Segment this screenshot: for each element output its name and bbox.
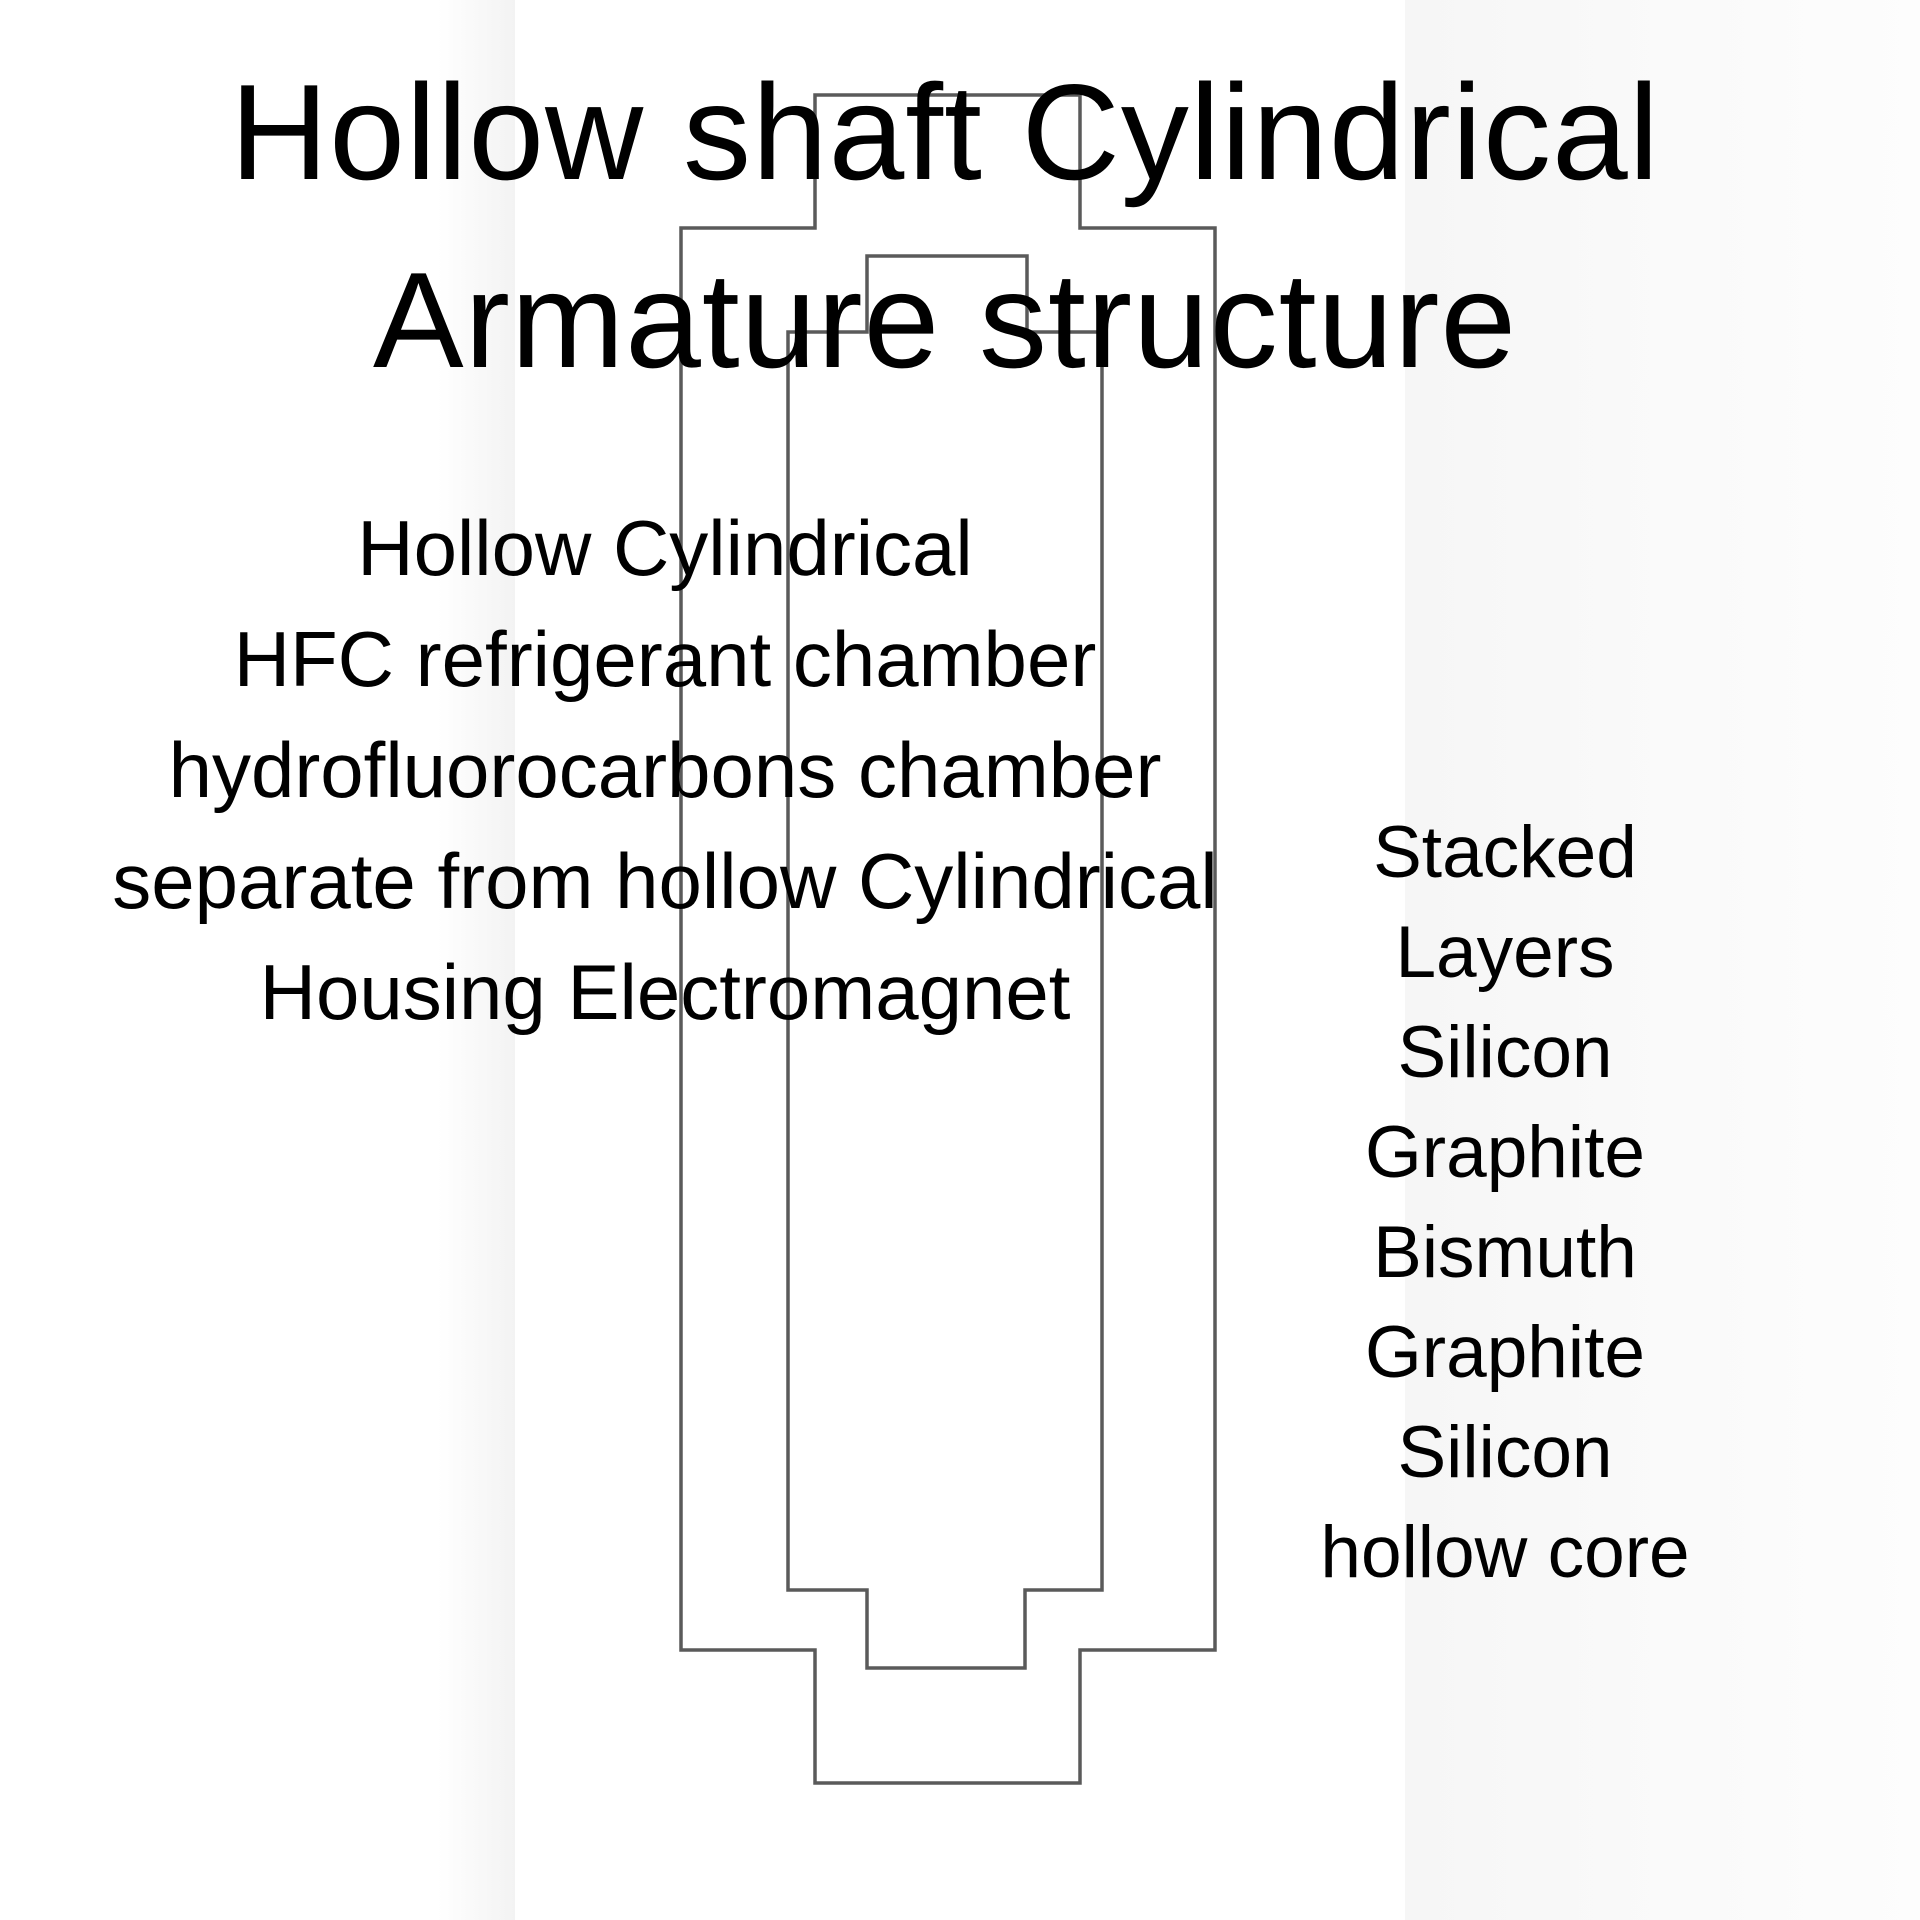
- layers-label-line-5: Bismuth: [1373, 1212, 1637, 1293]
- outer-housing-outline: [679, 93, 1217, 1785]
- chamber-label-line-2: HFC refrigerant chamber: [233, 615, 1097, 703]
- title-line-2: Armature structure: [372, 244, 1518, 396]
- stacked-layers-label: Stacked Layers Silicon Graphite Bismuth …: [1290, 803, 1720, 1603]
- chamber-description-label: Hollow Cylindrical HFC refrigerant chamb…: [40, 493, 1290, 1048]
- layers-label-line-4: Graphite: [1365, 1112, 1645, 1193]
- background-left-band: [0, 0, 515, 1920]
- inner-chamber-outline: [786, 254, 1104, 1670]
- background-center-band: [515, 0, 1405, 1920]
- chamber-label-line-5: Housing Electromagnet: [259, 948, 1071, 1036]
- layers-label-line-8: hollow core: [1320, 1512, 1690, 1593]
- chamber-label-line-1: Hollow Cylindrical: [357, 504, 973, 592]
- background-right-band: [1405, 0, 1920, 1920]
- page-title: Hollow shaft Cylindrical Armature struct…: [0, 38, 1890, 414]
- chamber-label-line-4: separate from hollow Cylindrical: [112, 837, 1218, 925]
- chamber-label-line-3: hydrofluorocarbons chamber: [168, 726, 1162, 814]
- layers-label-line-2: Layers: [1395, 912, 1615, 993]
- title-line-1: Hollow shaft Cylindrical: [230, 56, 1660, 208]
- layers-label-line-3: Silicon: [1397, 1012, 1613, 1093]
- layers-label-line-1: Stacked: [1373, 812, 1637, 893]
- layers-label-line-6: Graphite: [1365, 1312, 1645, 1393]
- layers-label-line-7: Silicon: [1397, 1412, 1613, 1493]
